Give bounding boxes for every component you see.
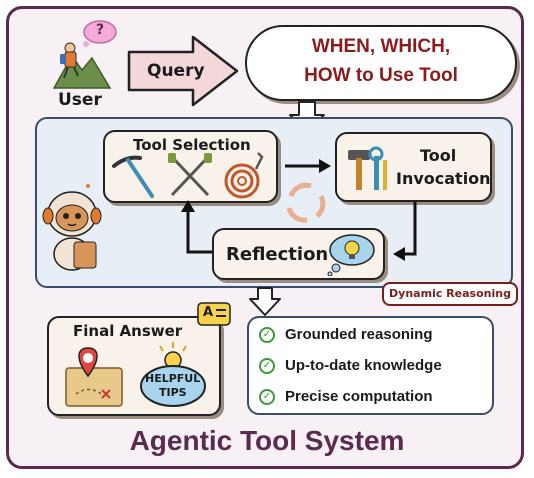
robot xyxy=(40,178,106,274)
arrow-invocation-to-reflection xyxy=(393,202,417,261)
tool-selection-label: Tool Selection xyxy=(133,136,251,154)
when-which-how-bubble xyxy=(245,25,517,101)
tool-invocation-line2: Invocation xyxy=(396,169,491,188)
check-icon: ✓ xyxy=(259,389,275,405)
check-icon: ✓ xyxy=(259,327,275,343)
helpful-tips-icon xyxy=(140,342,206,407)
user-figure xyxy=(48,18,118,90)
helpful-tips-line2: TIPS xyxy=(159,386,187,399)
query-arrow xyxy=(127,35,239,107)
dynamic-reasoning-label: Dynamic Reasoning xyxy=(382,282,518,306)
hiker-icon xyxy=(52,20,117,89)
how-to-use-line: HOW to Use Tool xyxy=(304,65,458,86)
robot-icon xyxy=(42,184,102,271)
system-title: Agentic Tool System xyxy=(129,425,405,456)
reflection-label: Reflection xyxy=(226,244,329,265)
arrow-reflection-to-selection xyxy=(181,200,212,254)
when-which-line: WHEN, WHICH, xyxy=(311,36,451,57)
treasure-map-icon xyxy=(65,347,123,407)
document-badge-icon xyxy=(197,302,231,326)
tool-invocation-card xyxy=(335,132,492,202)
rope-icon xyxy=(224,152,264,199)
check-icon: ✓ xyxy=(259,358,275,374)
lightbulb-icon xyxy=(327,234,375,276)
when-which-how-text: WHEN, WHICH, HOW to Use Tool xyxy=(245,32,517,90)
user-label: User xyxy=(58,90,102,110)
question-mark: ? xyxy=(96,22,105,38)
helpful-tips-line1: HELPFUL xyxy=(145,372,201,385)
document-badge-letter: A xyxy=(203,305,214,320)
hammer-wrench-icon xyxy=(348,146,387,190)
cycle-icon xyxy=(286,182,326,223)
trekking-poles-icon xyxy=(168,153,212,197)
ice-axe-icon xyxy=(112,155,154,198)
tool-invocation-line1: Tool xyxy=(420,146,457,165)
benefits-list xyxy=(247,316,494,415)
query-label: Query xyxy=(147,61,205,81)
down-arrow-bottom xyxy=(249,287,281,316)
final-answer-label: Final Answer xyxy=(73,322,183,340)
arrow-selection-to-invocation xyxy=(285,159,331,173)
